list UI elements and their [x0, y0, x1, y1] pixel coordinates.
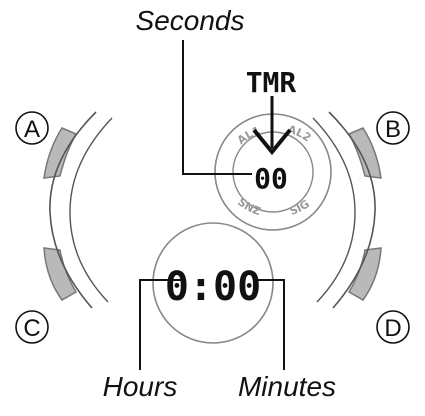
button-marker-b: B [376, 111, 410, 145]
seconds-label: Seconds [136, 5, 245, 36]
pusher-c [43, 247, 78, 301]
main-dial [152, 222, 274, 344]
button-marker-c: C [15, 310, 49, 344]
minutes-label: Minutes [238, 371, 336, 402]
seconds-display: 00 [254, 162, 288, 195]
button-marker-a: A [15, 111, 49, 145]
button-marker-d: D [376, 310, 410, 344]
hours-leader-line [139, 279, 182, 370]
button-letter-c: C [23, 315, 40, 342]
case-inner-right [312, 117, 356, 303]
mode-arrow [252, 96, 292, 156]
button-letter-a: A [24, 116, 40, 143]
case-inner-left [69, 117, 113, 303]
hours-label: Hours [103, 371, 178, 402]
mode-indicator: TMR [246, 66, 297, 99]
button-letter-d: D [384, 315, 401, 342]
button-letter-b: B [385, 116, 401, 143]
case-outline-right [328, 111, 376, 309]
minutes-leader-line [258, 279, 285, 370]
pusher-a [43, 127, 78, 179]
seconds-leader-line [182, 40, 252, 175]
case-outline-left [49, 111, 97, 309]
pusher-d [347, 247, 382, 301]
pusher-b [347, 127, 382, 179]
time-display: 0:00 [165, 264, 261, 310]
